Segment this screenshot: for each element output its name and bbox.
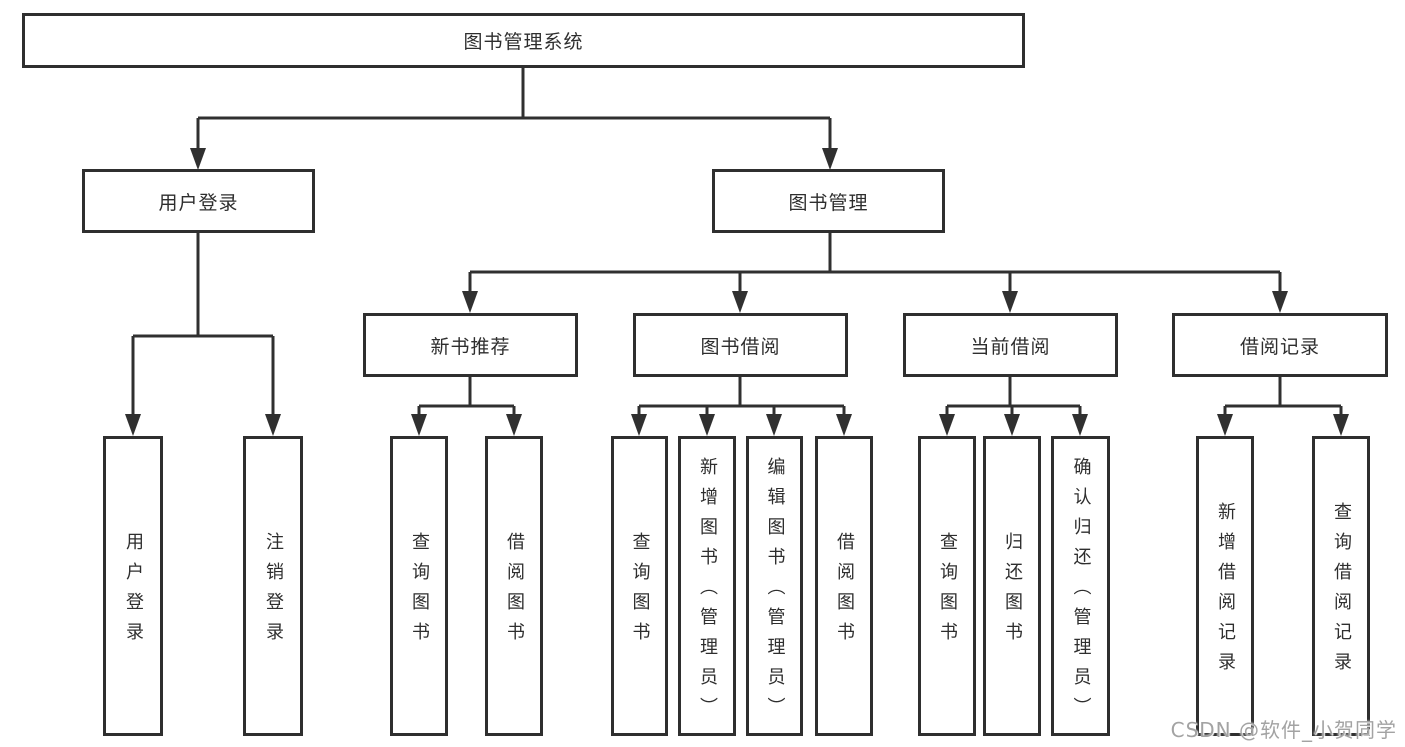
arrow-icon [125,414,141,436]
leaf-edit-book-admin-label: 编辑图书（管理员） [764,457,786,727]
leaf-borrow-book: 借阅图书 [815,436,873,736]
leaf-query-book-borrow: 查询图书 [611,436,668,736]
leaf-query-book-recommend-label: 查询图书 [409,532,430,652]
node-user-login: 用户登录 [82,169,315,233]
leaf-query-borrow-record-label: 查询借阅记录 [1331,502,1352,682]
arrow-icon [766,414,782,436]
leaf-add-book-admin-label: 新增图书（管理员） [697,457,718,727]
arrow-icon [939,414,955,436]
leaf-add-book-admin: 新增图书（管理员） [678,436,736,736]
arrow-icon [1333,414,1349,436]
node-current-borrow: 当前借阅 [903,313,1118,377]
connector-user-login-branch [131,233,275,416]
leaf-return-book-label: 归还图书 [1002,532,1023,652]
leaf-user-login: 用户登录 [103,436,163,736]
connector-new-book-branch [417,377,516,416]
arrow-icon [506,414,522,436]
leaf-return-book: 归还图书 [983,436,1041,736]
leaf-borrow-book-recommend-label: 借阅图书 [504,532,525,652]
arrow-icon [1004,414,1020,436]
node-root-label: 图书管理系统 [463,31,584,53]
leaf-add-borrow-record-label: 新增借阅记录 [1215,502,1236,682]
leaf-borrow-book-recommend: 借阅图书 [485,436,543,736]
leaf-query-book-recommend: 查询图书 [390,436,448,736]
arrow-icon [822,148,838,170]
arrow-icon [836,414,852,436]
leaf-query-book-current-label: 查询图书 [937,532,958,652]
leaf-logout-label: 注销登录 [263,532,284,652]
node-user-login-label: 用户登录 [158,191,239,214]
node-borrow-records-label: 借阅记录 [1239,335,1320,358]
arrow-icon [699,414,715,436]
leaf-add-borrow-record: 新增借阅记录 [1196,436,1254,736]
leaf-edit-book-admin: 编辑图书（管理员） [746,436,803,736]
node-new-book-recommend-label: 新书推荐 [430,335,511,358]
node-root: 图书管理系统 [22,13,1025,68]
arrow-icon [732,291,748,313]
leaf-confirm-return-admin: 确认归还（管理员） [1051,436,1110,736]
node-book-borrow: 图书借阅 [633,313,848,377]
node-book-management: 图书管理 [712,169,945,233]
arrow-icon [265,414,281,436]
node-book-borrow-label: 图书借阅 [700,335,781,358]
leaf-user-login-label: 用户登录 [123,532,144,652]
leaf-confirm-return-admin-label: 确认归还（管理员） [1070,457,1092,727]
connector-borrow-records-branch [1223,377,1343,416]
arrow-icon [462,291,478,313]
connector-current-borrow-branch [945,377,1082,416]
node-new-book-recommend: 新书推荐 [363,313,578,377]
leaf-logout: 注销登录 [243,436,303,736]
arrow-icon [411,414,427,436]
connector-book-management-branch [468,233,1282,293]
csdn-watermark: CSDN @软件_小贺同学 [1170,718,1397,742]
leaf-query-book-borrow-label: 查询图书 [629,532,651,652]
arrow-icon [1217,414,1233,436]
node-current-borrow-label: 当前借阅 [970,335,1051,358]
arrow-icon [1272,291,1288,313]
arrow-icon [631,414,647,436]
arrow-icon [190,148,206,170]
arrow-icon [1002,291,1018,313]
leaf-borrow-book-label: 借阅图书 [834,532,855,652]
node-book-management-label: 图书管理 [788,191,869,214]
connector-root-branch [196,68,832,150]
arrow-icon [1072,414,1088,436]
leaf-query-borrow-record: 查询借阅记录 [1312,436,1370,736]
connector-book-borrow-branch [637,377,846,416]
node-borrow-records: 借阅记录 [1172,313,1388,377]
leaf-query-book-current: 查询图书 [918,436,976,736]
